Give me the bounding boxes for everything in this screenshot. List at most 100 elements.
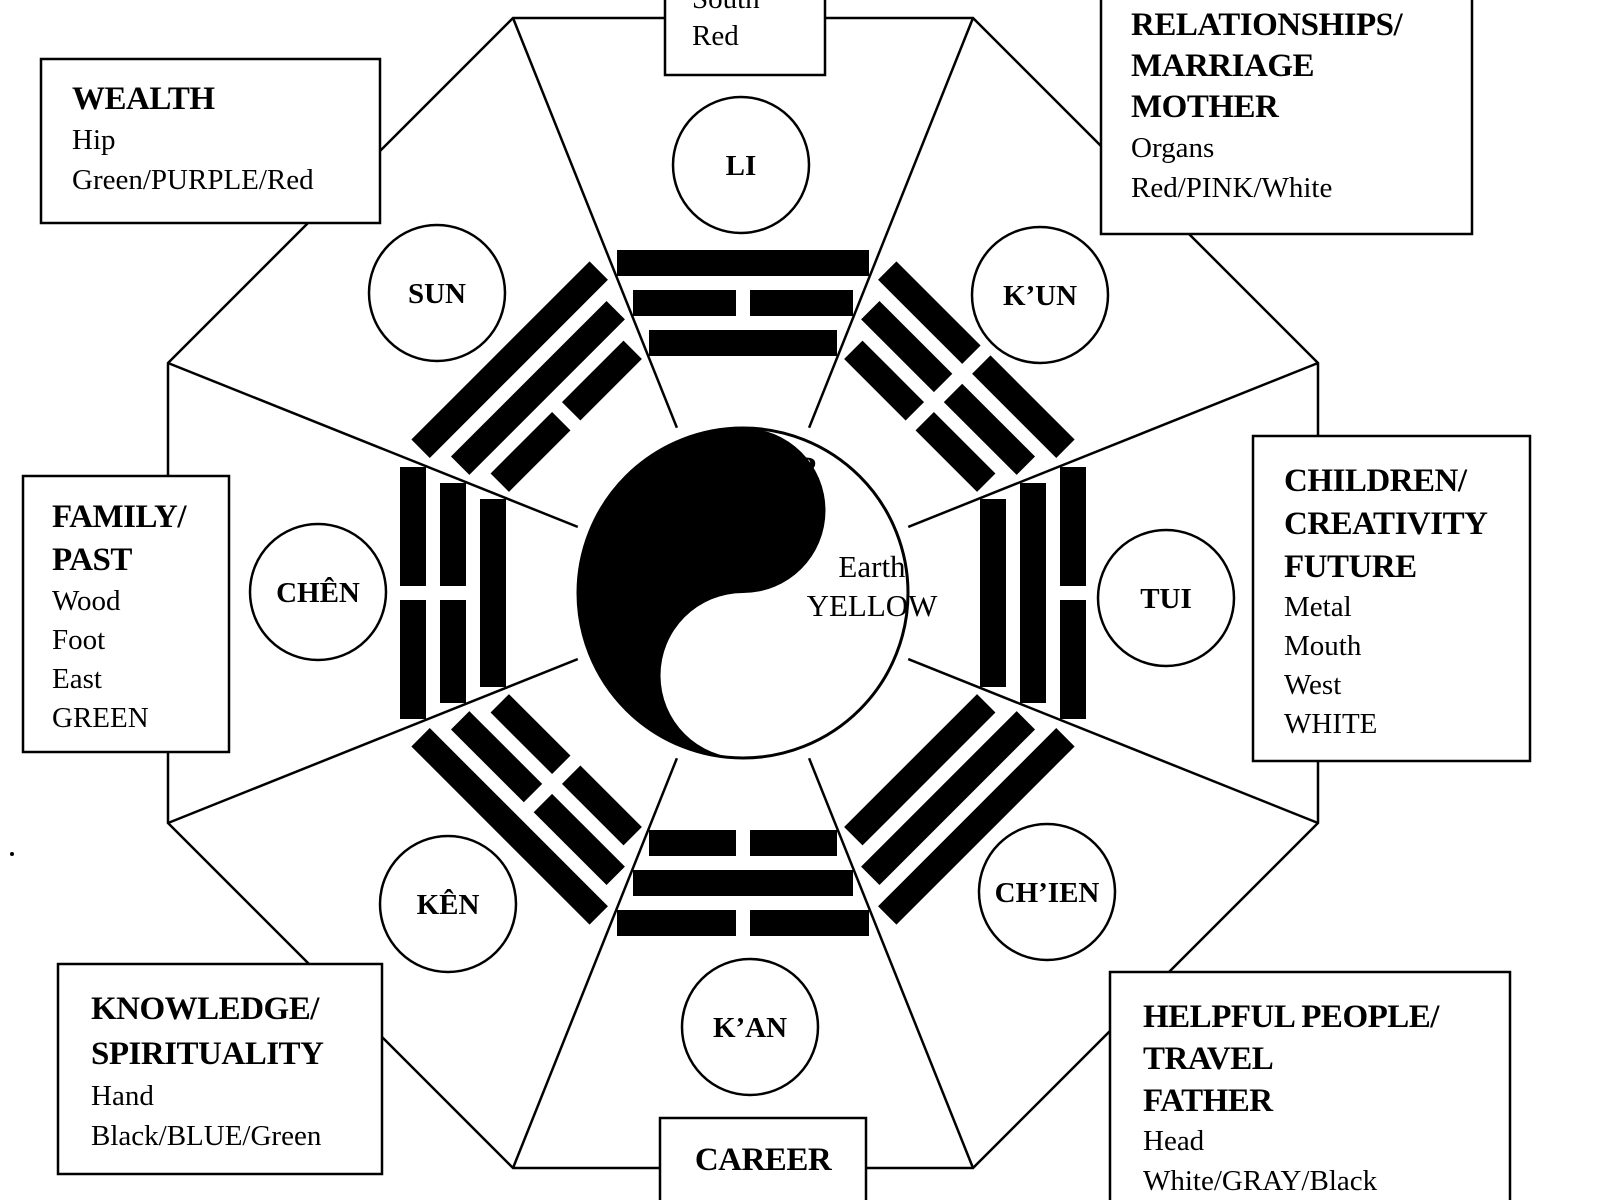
south-box: South Red bbox=[663, 0, 827, 77]
relationships-box-title-3: MOTHER bbox=[1131, 89, 1280, 125]
helpful-box-title-1: HELPFUL PEOPLE/ bbox=[1143, 999, 1440, 1035]
trigram-sun-line-1-solid bbox=[411, 261, 608, 458]
trigram-tui-circle bbox=[1096, 528, 1236, 668]
trigram-chen-line-2-left bbox=[440, 600, 466, 703]
trigram-chen-line-1-left bbox=[400, 600, 426, 719]
trigram-chien-line-3-solid bbox=[844, 694, 996, 846]
trigram-sun-circle bbox=[367, 223, 507, 363]
south-box-line-1: South bbox=[692, 0, 760, 15]
trigram-li-line-2-left bbox=[633, 290, 736, 316]
yin-yang-symbol bbox=[576, 426, 910, 760]
trigram-sun: SUN bbox=[367, 223, 507, 363]
trigram-chen-line-1-right bbox=[400, 467, 426, 586]
family-box-title-2: PAST bbox=[52, 542, 132, 578]
family-box-line-2: Foot bbox=[52, 624, 105, 656]
trigram-tui-line-1-right bbox=[1060, 600, 1086, 719]
trigram-kan-line-3-left bbox=[750, 830, 837, 856]
children-box-line-3: West bbox=[1284, 669, 1341, 701]
trigram-li-line-2-right bbox=[750, 290, 853, 316]
trigram-kun-line-3-left bbox=[844, 340, 925, 421]
south-box-line-2: Red bbox=[692, 20, 739, 52]
trigram-ken-line-3-right bbox=[490, 694, 571, 775]
trigram-tui-line-1-left bbox=[1060, 467, 1086, 586]
trigram-li-circle bbox=[671, 95, 811, 235]
trigram-sun-line-2-solid bbox=[450, 300, 625, 475]
family-box-title-1: FAMILY/ bbox=[52, 499, 187, 535]
helpful-box-line-2: White/GRAY/Black bbox=[1143, 1165, 1378, 1197]
trigram-li: LI bbox=[671, 95, 811, 235]
trigram-kun-line-3-right bbox=[915, 411, 996, 492]
trigram-li-line-3-solid bbox=[649, 330, 837, 356]
trigram-chen-line-3-solid bbox=[480, 499, 506, 687]
children-box-title-2: CREATIVITY bbox=[1284, 506, 1488, 542]
helpful-box-line-1: Head bbox=[1143, 1125, 1205, 1157]
wealth-box-line-1: Hip bbox=[72, 124, 116, 156]
trigram-kan-line-2-solid bbox=[633, 870, 853, 896]
relationships-box-title-1: RELATIONSHIPS/ bbox=[1131, 7, 1403, 43]
trigram-sun-line-3-left bbox=[490, 411, 571, 492]
trigram-kan-line-1-right bbox=[617, 910, 736, 936]
trigram-sun-label: SUN bbox=[408, 278, 466, 310]
trigram-chen-circle bbox=[248, 522, 388, 662]
scan-speck bbox=[10, 852, 14, 856]
trigram-tui-label: TUI bbox=[1140, 583, 1192, 615]
children-box-line-1: Metal bbox=[1284, 591, 1352, 623]
trigram-kun-line-1-left bbox=[878, 261, 981, 364]
trigram-chien-line-2-solid bbox=[861, 711, 1036, 886]
family-box-line-1: Wood bbox=[52, 585, 121, 617]
wealth-box: WEALTH Hip Green/PURPLE/Red bbox=[39, 57, 382, 225]
helpful-box-title-3: FATHER bbox=[1143, 1083, 1274, 1119]
trigram-kun-line-1-right bbox=[972, 355, 1075, 458]
trigram-kun-label: K’UN bbox=[1003, 280, 1077, 312]
trigram-ken-label: KÊN bbox=[417, 888, 480, 921]
center-element: Earth bbox=[838, 549, 906, 584]
trigram-li-line-1-solid bbox=[617, 250, 869, 276]
family-box-line-3: East bbox=[52, 663, 102, 695]
knowledge-box-title-2: SPIRITUALITY bbox=[91, 1036, 324, 1072]
wealth-box-line-2: Green/PURPLE/Red bbox=[72, 164, 314, 196]
knowledge-box-line-2: Black/BLUE/Green bbox=[91, 1120, 322, 1152]
helpful-box-title-2: TRAVEL bbox=[1143, 1041, 1273, 1077]
trigram-kun-circle bbox=[970, 225, 1110, 365]
trigram-chien-line-1-solid bbox=[878, 728, 1075, 925]
children-box-line-2: Mouth bbox=[1284, 630, 1362, 662]
trigram-li-label: LI bbox=[726, 150, 757, 182]
trigram-tui-line-3-solid bbox=[980, 499, 1006, 687]
helpful-people-box: HELPFUL PEOPLE/ TRAVEL FATHER Head White… bbox=[1108, 970, 1512, 1200]
trigram-kun-line-2-left bbox=[861, 300, 953, 393]
yang-eye bbox=[727, 494, 759, 526]
trigram-kan-circle bbox=[680, 957, 820, 1097]
career-box-title: CAREER bbox=[695, 1142, 833, 1178]
children-box: CHILDREN/ CREATIVITY FUTURE Metal Mouth … bbox=[1251, 434, 1532, 763]
knowledge-box: KNOWLEDGE/ SPIRITUALITY Hand Black/BLUE/… bbox=[56, 962, 384, 1176]
trigram-kan-line-3-right bbox=[649, 830, 736, 856]
family-box-line-4: GREEN bbox=[52, 702, 149, 734]
trigram-chen-line-2-right bbox=[440, 483, 466, 586]
trigram-ken-line-1-solid bbox=[411, 728, 608, 925]
trigram-ken-line-3-left bbox=[561, 765, 642, 846]
children-box-title-3: FUTURE bbox=[1284, 549, 1417, 585]
trigram-bars bbox=[400, 250, 1086, 936]
children-box-line-4: WHITE bbox=[1284, 708, 1377, 740]
trigram-chen: CHÊN bbox=[248, 522, 388, 662]
trigram-chen-label: CHÊN bbox=[276, 576, 360, 609]
career-box: CAREER bbox=[658, 1116, 868, 1200]
trigram-ken-line-2-left bbox=[533, 793, 625, 886]
trigram-sun-line-3-right bbox=[561, 340, 642, 421]
yin-eye bbox=[729, 674, 757, 702]
family-box: FAMILY/ PAST Wood Foot East GREEN bbox=[21, 474, 231, 754]
trigram-ken: KÊN bbox=[378, 834, 518, 974]
knowledge-box-line-1: Hand bbox=[91, 1080, 154, 1112]
wealth-box-title: WEALTH bbox=[72, 81, 215, 117]
trigram-kun-line-2-right bbox=[943, 383, 1036, 475]
trigram-kan-label: K’AN bbox=[713, 1012, 787, 1044]
knowledge-box-title-1: KNOWLEDGE/ bbox=[91, 991, 320, 1027]
trigram-tui: TUI bbox=[1096, 528, 1236, 668]
trigram-chien-label: CH’IEN bbox=[995, 877, 1100, 909]
center-title: CENTER bbox=[681, 451, 820, 487]
trigram-kan-line-1-left bbox=[750, 910, 869, 936]
trigram-ken-line-2-right bbox=[450, 711, 543, 803]
trigram-kan: K’AN bbox=[680, 957, 820, 1097]
center-color: YELLOW bbox=[807, 588, 939, 623]
